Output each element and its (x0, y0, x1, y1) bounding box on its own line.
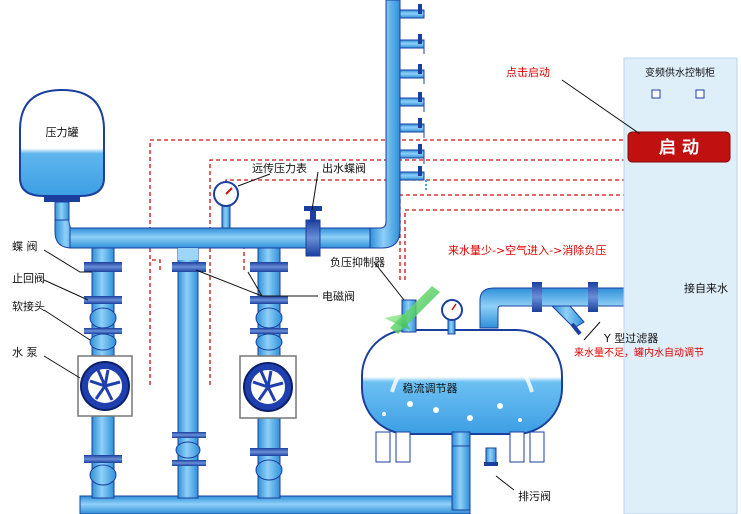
label-y-filter: Y 型过滤器 (603, 331, 658, 345)
pressure-tank-label: 压力罐 (46, 126, 79, 139)
leader-pump (43, 355, 81, 379)
wire-tank (399, 194, 625, 280)
start-button-label: 启 动 (659, 137, 699, 158)
control-cabinet: 变频供水控制柜 启 动 (623, 57, 738, 514)
start-button[interactable]: 启 动 (627, 131, 731, 163)
label-water-pump: 水 泵 (12, 346, 38, 359)
leader-start (561, 79, 641, 135)
leader-drain (495, 475, 515, 491)
note-low-inflow: 来水量少->空气进入->消除负压 (448, 243, 606, 257)
outlet-butterfly-valve[interactable] (304, 206, 322, 257)
bypass-column (172, 247, 206, 499)
leader-solenoid-2 (247, 271, 263, 297)
label-outlet-valve: 出水蝶阀 (322, 161, 366, 175)
label-neg-pressure-suppressor: 负压抑制器 (330, 255, 385, 269)
leader-outlet (311, 171, 319, 211)
drain-valve[interactable] (484, 447, 498, 466)
pump-2[interactable] (239, 355, 297, 419)
tap (399, 34, 425, 54)
outlet-header-pipe (69, 227, 381, 249)
tap (399, 4, 425, 19)
leader-butterfly (43, 249, 92, 273)
label-pressure-gauge: 远传压力表 (252, 161, 307, 175)
label-butterfly-valve: 蝶 阀 (12, 239, 38, 253)
note-click-start: 点击启动 (506, 66, 550, 79)
tap (399, 64, 425, 84)
remote-pressure-gauge (213, 181, 239, 229)
wire-solenoid-valve (150, 259, 161, 270)
pressure-tank: 压力罐 (19, 88, 105, 223)
wire-pump-1 (149, 139, 625, 385)
bottom-pipe-to-tank (451, 439, 471, 511)
cabinet-indicator-left (651, 89, 661, 99)
label-drain-valve: 排污阀 (518, 489, 551, 503)
leader-filter (583, 321, 601, 341)
leader-gauge (237, 173, 271, 187)
pump-line-2 (239, 247, 297, 499)
cabinet-title: 变频供水控制柜 (645, 66, 715, 79)
pump-1[interactable] (77, 355, 133, 417)
wire-pump-2 (209, 159, 625, 385)
leader-check (43, 279, 89, 301)
y-filter (550, 305, 585, 336)
tank-pressure-gauge (441, 299, 463, 335)
riser-taps (399, 4, 427, 190)
tap (399, 166, 427, 190)
pump-line-1 (77, 247, 133, 499)
leader-solenoid (195, 269, 318, 297)
outlet-riser-elbow (369, 0, 401, 249)
leader-softjoint (43, 309, 91, 341)
tap (399, 92, 425, 112)
tap (399, 118, 425, 138)
leader-lines (43, 79, 641, 491)
note-auto-adjust: 来水量不足，罐内水自动调节 (574, 346, 704, 359)
wire-filter (404, 209, 625, 280)
leader-suppressor (373, 261, 405, 301)
label-tap-water: 接自来水 (684, 282, 728, 295)
tap (399, 144, 425, 164)
label-solenoid-valve: 电磁阀 (322, 289, 355, 303)
neg-pressure-suppressor (384, 286, 440, 334)
stabilizer-tank: 稳流调节器 (361, 329, 563, 463)
label-check-valve: 止回阀 (12, 271, 45, 285)
bottom-header-pipe (79, 495, 471, 514)
label-soft-joint: 软接头 (12, 299, 45, 313)
stabilizer-label: 稳流调节器 (403, 381, 458, 395)
cabinet-indicator-right (695, 89, 705, 99)
